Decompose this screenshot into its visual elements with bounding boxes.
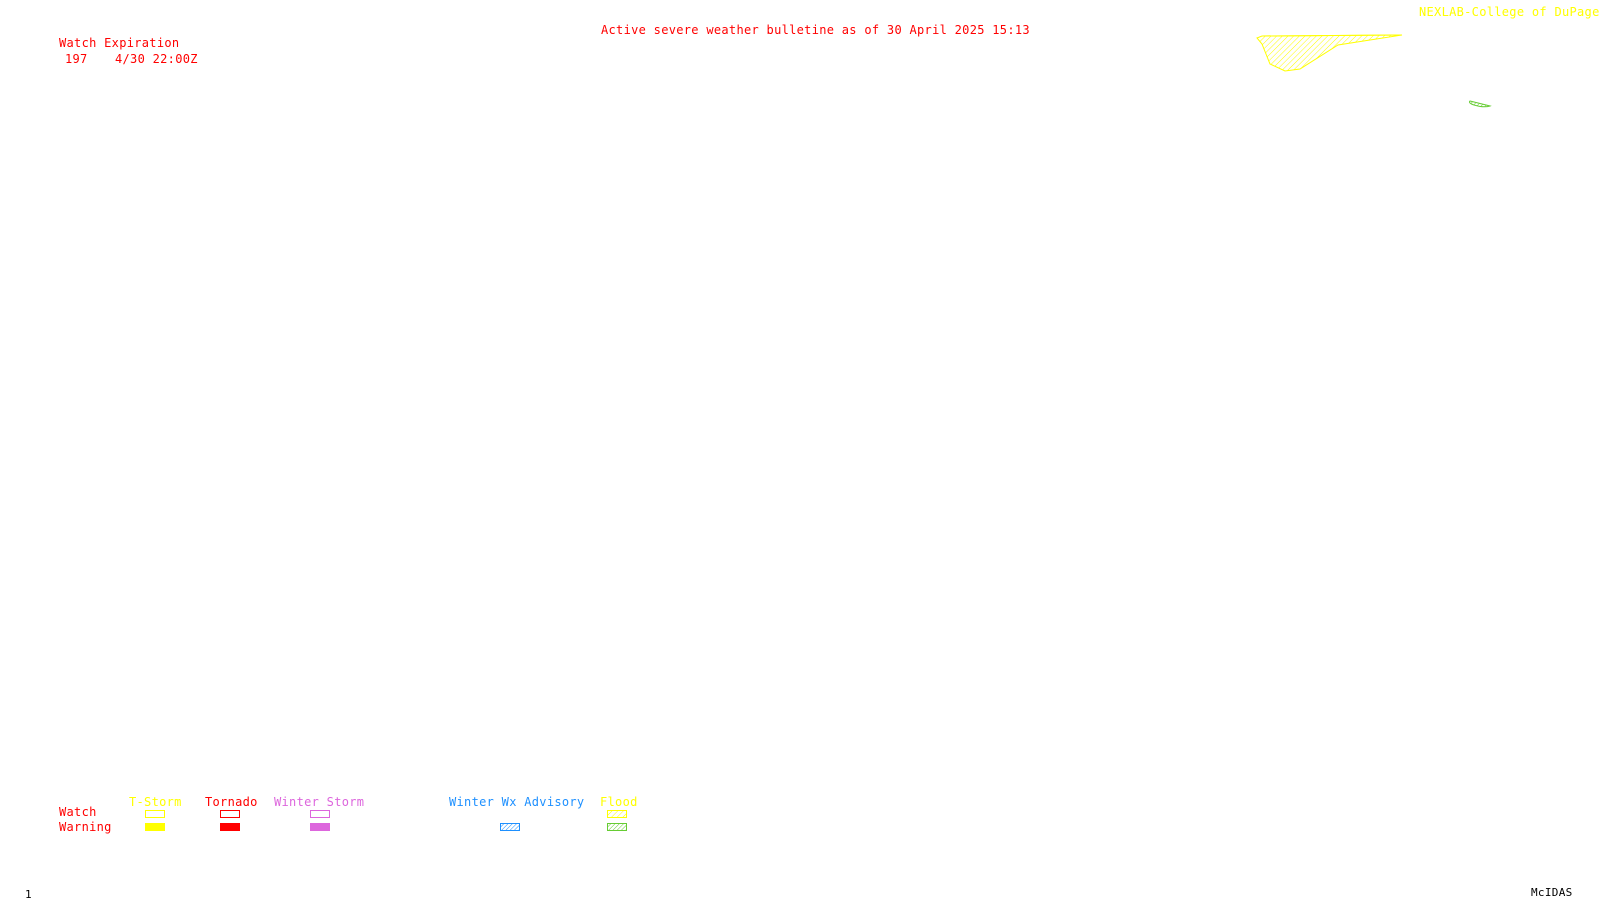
legend-row-watch: Watch — [59, 805, 97, 819]
legend-tstorm-watch-swatch — [145, 810, 165, 818]
legend-tstorm-warning-swatch — [145, 823, 165, 831]
legend-winter-advisory-label: Winter Wx Advisory — [449, 795, 585, 809]
legend-tornado-warning-swatch — [220, 823, 240, 831]
flood-warning-area[interactable] — [1469, 100, 1492, 108]
watch-list-heading: Watch Expiration — [59, 36, 180, 50]
legend-winter-storm-watch-swatch — [310, 810, 330, 818]
legend-winter-storm-label: Winter Storm — [274, 795, 365, 809]
legend-winter-storm-warning-swatch — [310, 823, 330, 831]
legend-tornado-watch-swatch — [220, 810, 240, 818]
legend-flood-watch-swatch — [607, 810, 627, 818]
legend-tornado-label: Tornado — [205, 795, 258, 809]
watch-197-area[interactable] — [1256, 34, 1403, 72]
legend-tstorm-label: T-Storm — [129, 795, 182, 809]
legend-flood-label: Flood — [600, 795, 638, 809]
legend-winter-advisory-swatch — [500, 823, 520, 831]
frame-number: 1 — [25, 888, 32, 901]
watch-expiration: 4/30 22:00Z — [115, 52, 198, 66]
watch-number[interactable]: 197 — [65, 52, 88, 66]
legend-flood-warning-swatch — [607, 823, 627, 831]
source-credit: NEXLAB-College of DuPage R — [1419, 5, 1600, 19]
bulletin-title: Active severe weather bulletine as of 30… — [601, 23, 1030, 37]
software-label: McIDAS — [1531, 886, 1573, 899]
legend-row-warning: Warning — [59, 820, 112, 834]
watch-197-edge — [1261, 34, 1403, 37]
